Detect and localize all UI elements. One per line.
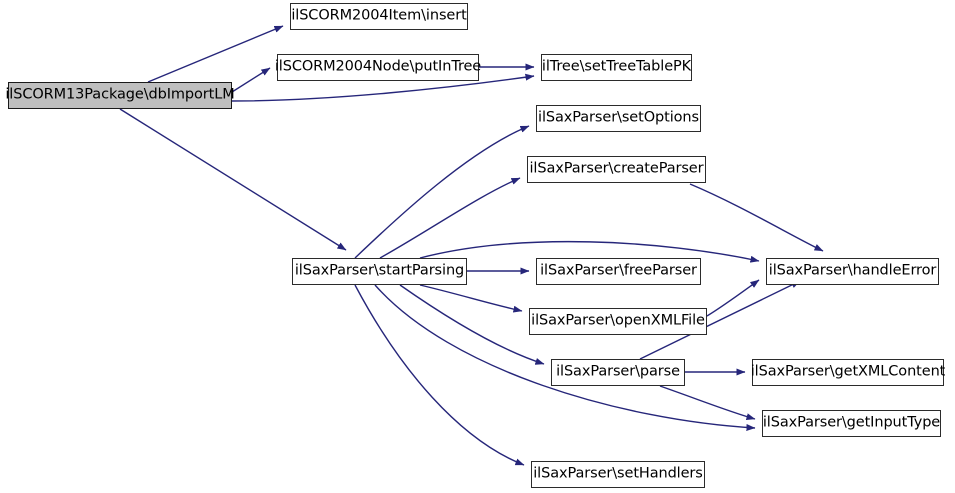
graph-node-insert[interactable]: ilSCORM2004Item\insert (290, 3, 468, 30)
graph-node-label: ilSCORM13Package\dbImportLM (5, 86, 235, 103)
graph-node-dbImportLM[interactable]: ilSCORM13Package\dbImportLM (5, 82, 235, 109)
graph-node-label: ilSaxParser\getXMLContent (750, 363, 946, 380)
graph-node-createParser[interactable]: ilSaxParser\createParser (527, 156, 706, 183)
graph-node-label: ilSaxParser\setOptions (538, 109, 699, 126)
graph-edge-createParser-to-handleError (689, 183, 824, 252)
graph-node-freeParser[interactable]: ilSaxParser\freeParser (536, 258, 701, 285)
graph-edge-startParsing-to-getInputType (374, 284, 756, 431)
graph-node-handleError[interactable]: ilSaxParser\handleError (766, 258, 939, 285)
graph-node-putInTree[interactable]: ilSCORM2004Node\putInTree (275, 54, 481, 81)
graph-node-label: ilSaxParser\setHandlers (533, 465, 703, 482)
graph-edge-openXMLFile-to-handleError (706, 279, 760, 317)
graph-node-getInputType[interactable]: ilSaxParser\getInputType (762, 410, 941, 437)
graph-edge-startParsing-to-openXMLFile (419, 284, 523, 313)
graph-node-label: ilTree\setTreeTablePK (541, 58, 692, 75)
graph-node-label: ilSCORM2004Node\putInTree (274, 58, 482, 75)
graph-node-setOptions[interactable]: ilSaxParser\setOptions (536, 105, 701, 132)
graph-node-setTreeTablePK[interactable]: ilTree\setTreeTablePK (541, 54, 692, 81)
graph-node-label: ilSaxParser\createParser (529, 160, 704, 177)
graph-edge-parse-to-getInputType (659, 385, 756, 421)
graph-edge-startParsing-to-setHandlers (354, 284, 525, 466)
graph-edge-dbImportLM-to-insert (147, 25, 284, 83)
graph-edge-startParsing-to-setOptions (354, 125, 530, 259)
graph-node-label: ilSaxParser\getInputType (762, 414, 941, 431)
graph-node-label: ilSaxParser\freeParser (540, 262, 697, 279)
graph-node-setHandlers[interactable]: ilSaxParser\setHandlers (531, 461, 705, 488)
graph-node-label: ilSCORM2004Item\insert (291, 7, 467, 24)
graph-node-getXMLContent[interactable]: ilSaxParser\getXMLContent (751, 359, 945, 386)
graph-node-openXMLFile[interactable]: ilSaxParser\openXMLFile (529, 308, 707, 335)
graph-node-label: ilSaxParser\startParsing (294, 262, 465, 279)
graph-node-label: ilSaxParser\parse (556, 363, 680, 380)
graph-node-label: ilSaxParser\openXMLFile (531, 312, 705, 329)
graph-edge-dbImportLM-to-startParsing (119, 108, 347, 251)
graph-node-startParsing[interactable]: ilSaxParser\startParsing (292, 258, 467, 285)
graph-edge-startParsing-to-parse (399, 284, 545, 365)
graph-node-label: ilSaxParser\handleError (768, 262, 937, 279)
graph-node-parse[interactable]: ilSaxParser\parse (551, 359, 685, 386)
graph-edge-startParsing-to-createParser (379, 177, 521, 259)
